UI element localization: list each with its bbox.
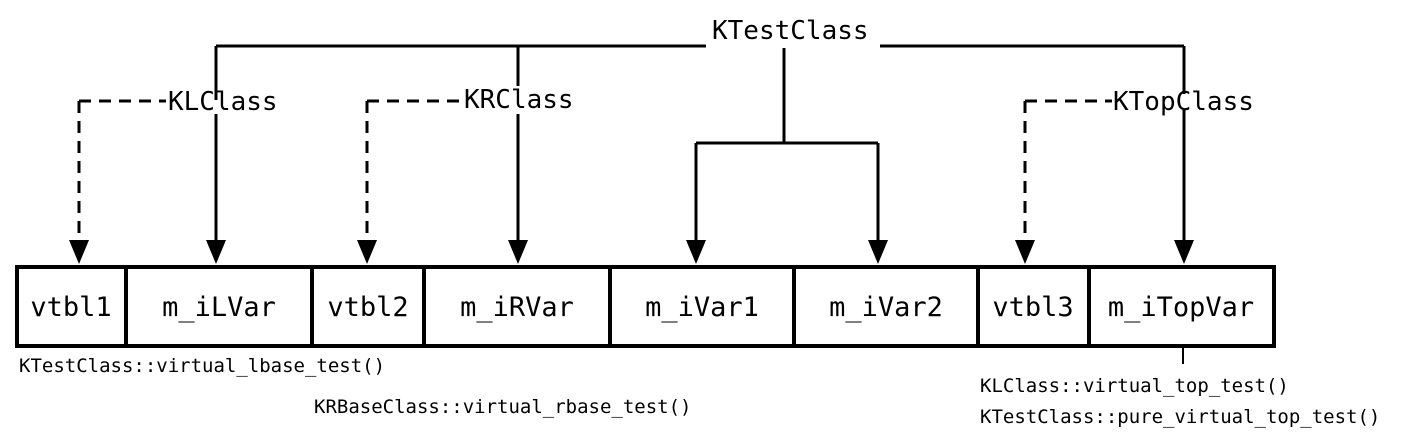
cell-m-ilvar: [124, 265, 314, 348]
center-branch: [694, 48, 880, 240]
root-class-label: KTestClass: [712, 16, 869, 46]
cell-m-ivar1: [608, 265, 796, 348]
cell-label-m-itopvar: m_iTopVar: [1108, 292, 1254, 323]
cell-label-vtbl1: vtbl1: [30, 292, 111, 323]
vtbl2-annotation: KRBaseClass::virtual_rbase_test(): [314, 396, 692, 418]
klclass-label: KLClass: [168, 87, 278, 117]
vtbl3-annotation-line2: KTestClass::pure_virtual_top_test(): [980, 406, 1380, 428]
memory-row: vtbl1 m_iLVar vtbl2 m_iRVar m_iVar1 m_iV…: [15, 265, 1276, 348]
vtbl3-annotation-line1: KLClass::virtual_top_test(): [980, 375, 1289, 397]
arrow-m-ivar2: [868, 240, 888, 264]
root-bracket: [214, 44, 1186, 240]
cell-m-ivar2: [792, 265, 980, 348]
ktopclass-label: KTopClass: [1113, 87, 1254, 117]
arrow-m-ivar1: [686, 240, 706, 264]
cell-label-m-ivar1: m_iVar1: [645, 292, 759, 323]
ktopclass-dashed-line: [1023, 99, 1112, 240]
arrow-m-itopvar: [1174, 240, 1194, 264]
cell-label-vtbl3: vtbl3: [992, 292, 1073, 323]
arrow-vtbl2: [357, 240, 377, 264]
arrow-m-ilvar: [206, 240, 226, 264]
arrow-m-irvar: [508, 240, 528, 264]
cell-label-vtbl2: vtbl2: [327, 292, 408, 323]
klclass-dashed-line: [77, 99, 166, 240]
cell-label-m-ilvar: m_iLVar: [162, 292, 276, 323]
cell-label-m-ivar2: m_iVar2: [829, 292, 943, 323]
arrow-vtbl3: [1015, 240, 1035, 264]
arrowheads: [69, 240, 1194, 264]
vtbl1-annotation: KTestClass::virtual_lbase_test(): [19, 355, 385, 377]
krclass-dashed-line: [365, 99, 462, 240]
cell-vtbl3: [976, 265, 1091, 348]
cell-m-irvar: [422, 265, 612, 348]
krclass-label: KRClass: [464, 85, 574, 115]
cell-m-itopvar: [1087, 265, 1276, 348]
cell-label-m-irvar: m_iRVar: [460, 292, 574, 323]
arrow-vtbl1: [69, 240, 89, 264]
